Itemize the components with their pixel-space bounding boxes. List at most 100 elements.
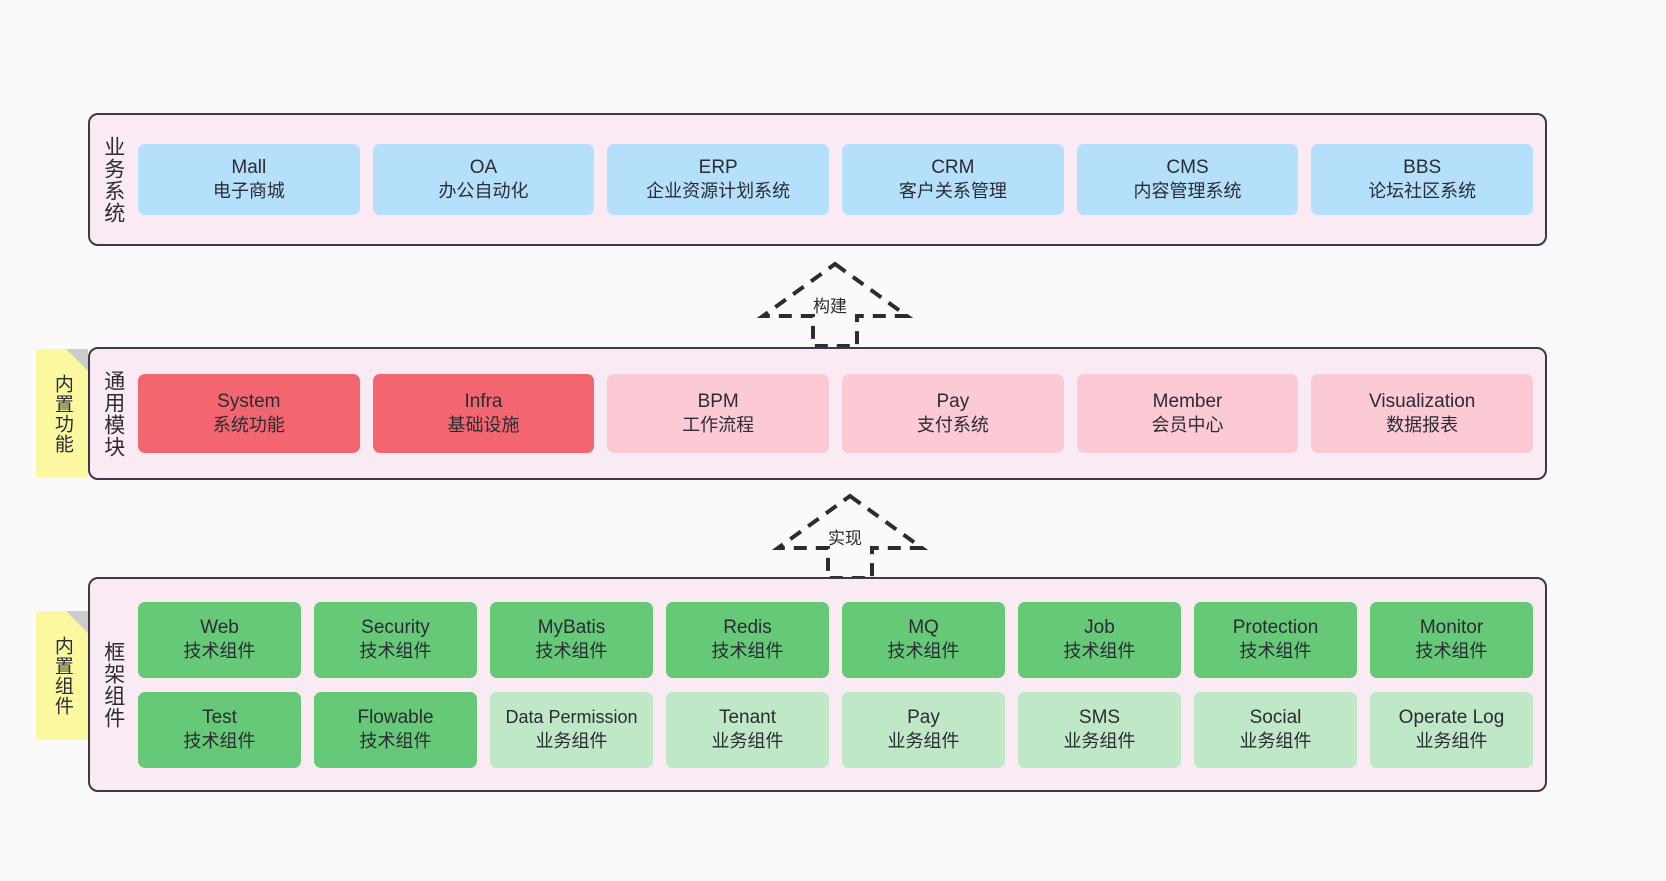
card-bpm-cn: 工作流程 (682, 415, 755, 436)
card-redis-cn: 技术组件 (711, 641, 784, 662)
layer-common-body: System 系统功能 Infra 基础设施 BPM 工作流程 Pay 支付系统… (136, 349, 1545, 478)
card-mq-en: MQ (908, 617, 939, 639)
card-pay[interactable]: Pay 支付系统 (842, 374, 1064, 453)
card-redis-en: Redis (723, 617, 772, 639)
card-operate-log-en: Operate Log (1398, 707, 1505, 729)
layer-framework-components: 框架组件 Web 技术组件 Security 技术组件 MyBatis 技术组件… (88, 577, 1547, 792)
card-test-en: Test (202, 707, 237, 729)
card-sms-cn: 业务组件 (1063, 731, 1136, 752)
card-protection-en: Protection (1232, 617, 1319, 639)
card-flowable[interactable]: Flowable 技术组件 (314, 691, 477, 768)
card-data-permission[interactable]: Data Permission 业务组件 (490, 691, 653, 768)
note-builtin-features-label: 内置功能 (51, 373, 73, 454)
card-mybatis[interactable]: MyBatis 技术组件 (490, 601, 653, 678)
card-protection[interactable]: Protection 技术组件 (1194, 601, 1357, 678)
card-test-cn: 技术组件 (183, 731, 256, 752)
card-operate-log[interactable]: Operate Log 业务组件 (1370, 691, 1533, 768)
layer-business-title: 业务系统 (101, 135, 125, 224)
card-monitor-cn: 技术组件 (1415, 641, 1488, 662)
card-mq[interactable]: MQ 技术组件 (842, 601, 1005, 678)
dashed-generalization-arrow-icon (756, 261, 914, 348)
card-flowable-cn: 技术组件 (359, 731, 432, 752)
card-pay-biz-en: Pay (907, 707, 940, 729)
card-crm[interactable]: CRM 客户关系管理 (842, 144, 1064, 215)
note-fold-corner-icon (66, 349, 88, 371)
card-web[interactable]: Web 技术组件 (138, 601, 301, 678)
card-crm-cn: 客户关系管理 (898, 181, 1007, 202)
connector-implement-label: 实现 (828, 529, 862, 548)
note-builtin-components: 内置组件 (36, 611, 88, 740)
card-mybatis-cn: 技术组件 (535, 641, 608, 662)
note-builtin-components-label: 内置组件 (51, 635, 73, 716)
card-mall-cn: 电子商城 (212, 181, 285, 202)
card-member[interactable]: Member 会员中心 (1076, 374, 1299, 453)
card-web-cn: 技术组件 (183, 641, 256, 662)
card-protection-cn: 技术组件 (1239, 641, 1312, 662)
card-visualization-cn: 数据报表 (1386, 415, 1459, 436)
card-monitor[interactable]: Monitor 技术组件 (1370, 601, 1533, 678)
card-bpm-en: BPM (697, 391, 739, 413)
card-social[interactable]: Social 业务组件 (1194, 691, 1357, 768)
card-web-en: Web (200, 617, 239, 639)
card-security-cn: 技术组件 (359, 641, 432, 662)
card-oa-cn: 办公自动化 (438, 181, 529, 202)
connector-implement: 实现 (770, 490, 930, 580)
card-tenant-cn: 业务组件 (711, 731, 784, 752)
card-pay-en: Pay (936, 391, 970, 413)
layer-common-modules: 通用模块 System 系统功能 Infra 基础设施 BPM 工作流程 Pay… (88, 347, 1547, 480)
card-redis[interactable]: Redis 技术组件 (666, 601, 829, 678)
card-cms-cn: 内容管理系统 (1133, 181, 1242, 202)
card-security-en: Security (361, 617, 430, 639)
card-operate-log-cn: 业务组件 (1415, 731, 1488, 752)
card-sms[interactable]: SMS 业务组件 (1018, 691, 1181, 768)
card-system-cn: 系统功能 (212, 415, 285, 436)
framework-tech-row: Web 技术组件 Security 技术组件 MyBatis 技术组件 Redi… (138, 601, 1533, 678)
card-member-en: Member (1152, 391, 1223, 413)
card-security[interactable]: Security 技术组件 (314, 601, 477, 678)
layer-framework-title: 框架组件 (101, 640, 125, 729)
card-mybatis-en: MyBatis (537, 617, 606, 639)
card-cms[interactable]: CMS 内容管理系统 (1076, 144, 1299, 215)
card-social-cn: 业务组件 (1239, 731, 1312, 752)
note-fold-corner-icon (66, 611, 88, 633)
card-cms-en: CMS (1166, 157, 1209, 179)
card-oa[interactable]: OA 办公自动化 (372, 144, 595, 215)
card-social-en: Social (1249, 707, 1302, 729)
card-pay-cn: 支付系统 (916, 415, 989, 436)
card-system[interactable]: System 系统功能 (138, 374, 360, 453)
card-flowable-en: Flowable (357, 707, 434, 729)
card-bbs[interactable]: BBS 论坛社区系统 (1311, 144, 1534, 215)
card-bbs-cn: 论坛社区系统 (1368, 181, 1477, 202)
card-tenant[interactable]: Tenant 业务组件 (666, 691, 829, 768)
card-pay-biz[interactable]: Pay 业务组件 (842, 691, 1005, 768)
layer-framework-body: Web 技术组件 Security 技术组件 MyBatis 技术组件 Redi… (136, 579, 1545, 790)
card-crm-en: CRM (931, 157, 975, 179)
card-sms-en: SMS (1078, 707, 1121, 729)
card-mall[interactable]: Mall 电子商城 (138, 144, 360, 215)
note-builtin-features: 内置功能 (36, 349, 88, 478)
card-monitor-en: Monitor (1419, 617, 1484, 639)
card-mall-en: Mall (231, 157, 267, 179)
card-job-en: Job (1084, 617, 1115, 639)
card-data-permission-cn: 业务组件 (535, 730, 608, 751)
dashed-generalization-arrow-icon (771, 493, 929, 580)
business-card-row: Mall 电子商城 OA 办公自动化 ERP 企业资源计划系统 CRM 客户关系… (138, 144, 1534, 215)
card-tenant-en: Tenant (718, 707, 777, 729)
framework-biz-row: Test 技术组件 Flowable 技术组件 Data Permission … (138, 691, 1533, 768)
layer-common-title: 通用模块 (101, 369, 125, 458)
common-card-row: System 系统功能 Infra 基础设施 BPM 工作流程 Pay 支付系统… (138, 374, 1534, 453)
card-erp[interactable]: ERP 企业资源计划系统 (607, 144, 830, 215)
card-erp-cn: 企业资源计划系统 (646, 181, 791, 202)
card-data-permission-en: Data Permission (505, 706, 638, 727)
card-bpm[interactable]: BPM 工作流程 (607, 374, 830, 453)
card-job[interactable]: Job 技术组件 (1018, 601, 1181, 678)
card-test[interactable]: Test 技术组件 (138, 691, 301, 768)
card-pay-biz-cn: 业务组件 (887, 731, 960, 752)
card-job-cn: 技术组件 (1063, 641, 1136, 662)
layer-business-systems: 业务系统 Mall 电子商城 OA 办公自动化 ERP 企业资源计划系统 CRM… (88, 113, 1547, 246)
card-visualization[interactable]: Visualization 数据报表 (1311, 374, 1534, 453)
card-mq-cn: 技术组件 (887, 641, 960, 662)
card-erp-en: ERP (698, 157, 738, 179)
card-infra[interactable]: Infra 基础设施 (372, 374, 595, 453)
